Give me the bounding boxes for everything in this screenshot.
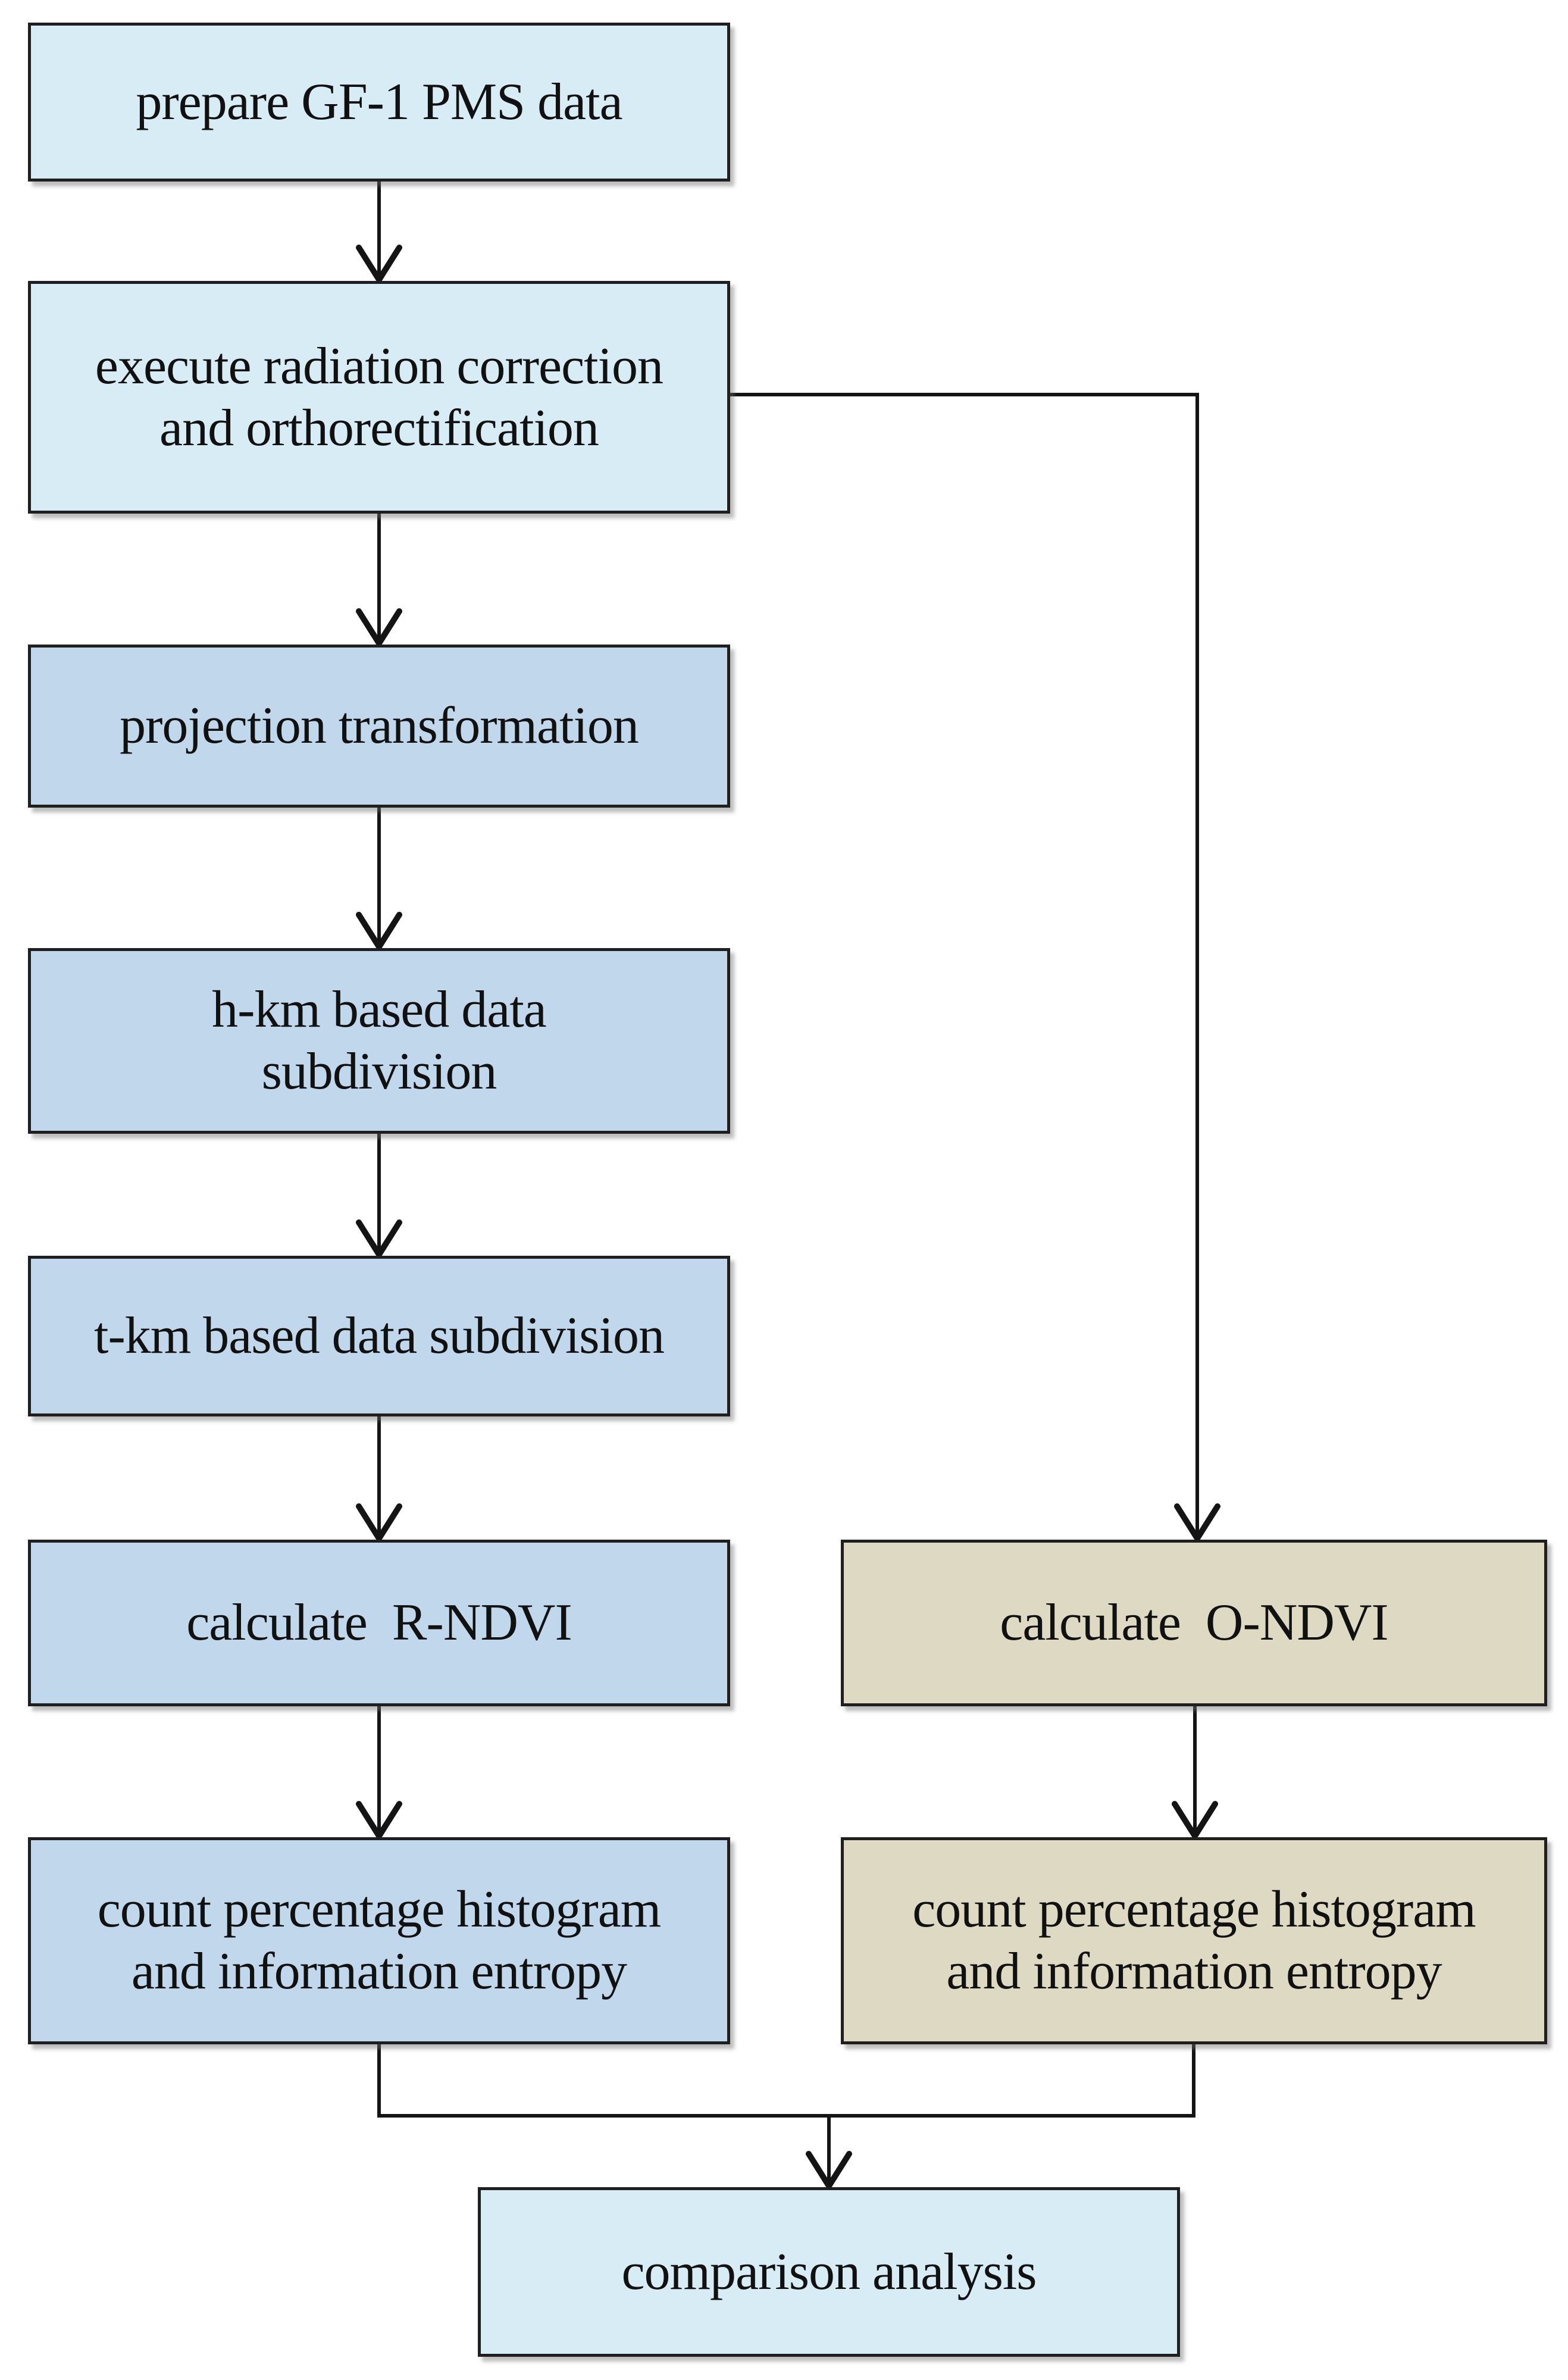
arrow-tkm-to-rndvi bbox=[356, 1416, 402, 1541]
arrow-prepare-to-radiation bbox=[356, 182, 402, 283]
node-hkm-subdivision: h-km based data subdivision bbox=[28, 948, 730, 1134]
node-count-histogram-rndvi: count percentage histogram and informati… bbox=[28, 1837, 730, 2044]
node-label: calculate O-NDVI bbox=[1000, 1594, 1388, 1652]
arrow-projection-to-hkm bbox=[356, 808, 402, 950]
node-label: execute radiation correction and orthore… bbox=[95, 337, 663, 457]
node-label: h-km based data subdivision bbox=[212, 981, 547, 1100]
node-label: comparison analysis bbox=[621, 2243, 1037, 2301]
node-count-histogram-ondvi: count percentage histogram and informati… bbox=[841, 1837, 1547, 2044]
node-tkm-subdivision: t-km based data subdivision bbox=[28, 1256, 730, 1416]
node-prepare-data: prepare GF-1 PMS data bbox=[28, 23, 730, 182]
node-label: calculate R-NDVI bbox=[186, 1594, 572, 1652]
merge-connector-to-comparison bbox=[377, 2044, 1195, 2189]
arrow-rndvi-to-count-r bbox=[356, 1706, 402, 1839]
node-calculate-rndvi: calculate R-NDVI bbox=[28, 1540, 730, 1706]
node-label: t-km based data subdivision bbox=[94, 1307, 665, 1365]
node-calculate-ondvi: calculate O-NDVI bbox=[841, 1540, 1547, 1706]
node-label: prepare GF-1 PMS data bbox=[136, 73, 622, 131]
node-label: count percentage histogram and informati… bbox=[97, 1881, 662, 2000]
elbow-arrow-radiation-to-ondvi bbox=[730, 393, 1220, 1541]
node-label: projection transformation bbox=[120, 697, 639, 755]
node-projection-transformation: projection transformation bbox=[28, 645, 730, 808]
arrow-ondvi-to-count-o bbox=[1172, 1706, 1218, 1839]
arrow-radiation-to-projection bbox=[356, 514, 402, 646]
node-comparison-analysis: comparison analysis bbox=[478, 2187, 1180, 2357]
node-label: count percentage histogram and informati… bbox=[912, 1881, 1476, 2000]
node-radiation-correction: execute radiation correction and orthore… bbox=[28, 281, 730, 514]
arrow-hkm-to-tkm bbox=[356, 1134, 402, 1258]
